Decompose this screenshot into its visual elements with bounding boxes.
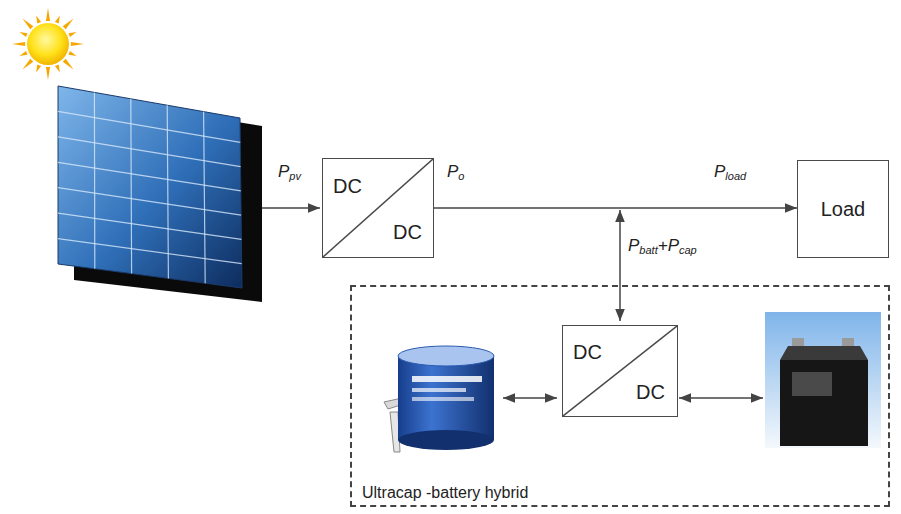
power-connector <box>434 207 797 209</box>
sun-ray <box>55 64 60 72</box>
load-box: Load <box>797 160 889 258</box>
sun-ray <box>23 19 34 30</box>
capacitor-bottom <box>398 430 494 450</box>
sun <box>27 23 69 65</box>
panel-grid-line <box>94 92 96 268</box>
capacitor-print <box>412 388 466 392</box>
battery-body <box>780 360 868 446</box>
sun-ray <box>68 32 76 37</box>
capacitor-print <box>412 397 474 401</box>
sun-ray <box>46 67 50 80</box>
sun-ray <box>46 8 50 21</box>
box-label: Load <box>821 198 866 221</box>
sun-ray <box>36 64 41 72</box>
battery-terminal <box>842 338 854 347</box>
solar-panel <box>58 86 242 288</box>
sun-rays <box>12 8 84 80</box>
converter-box: DC DC <box>562 325 678 417</box>
capacitor-body <box>398 356 494 440</box>
pv-wire <box>262 207 320 209</box>
battery-lid <box>780 346 868 360</box>
power-label: Po <box>447 162 464 186</box>
panel-grid-line <box>58 213 241 239</box>
panel-grid-line <box>58 239 242 264</box>
storage-wire <box>619 210 621 321</box>
diagonal-line <box>323 159 433 257</box>
sun-ray <box>19 32 27 37</box>
converter-box: DC DC <box>322 158 434 258</box>
battery-wire <box>679 397 763 399</box>
panel-grid-line <box>130 99 132 274</box>
capacitor-top <box>398 346 494 366</box>
sun-ray <box>68 51 76 56</box>
ultracap-wire <box>503 397 557 399</box>
power-label: Ppv <box>278 162 301 186</box>
sun-ray <box>19 51 27 56</box>
capacitor-print <box>412 376 482 382</box>
panel-grid-line <box>167 105 168 278</box>
box-label: DC <box>393 221 422 243</box>
sun-ray <box>36 15 41 23</box>
panel-grid-line <box>58 111 240 142</box>
sun-ray <box>12 42 25 46</box>
diagonal-line <box>563 326 677 416</box>
panel-grid-line <box>58 137 241 167</box>
battery-sticker <box>792 372 832 396</box>
box-label: DC <box>333 175 362 197</box>
battery-terminal <box>792 338 804 347</box>
sun-ray <box>55 15 60 23</box>
power-label: Pload <box>714 162 746 186</box>
sun-ray <box>63 19 74 30</box>
panel-grid <box>58 92 242 283</box>
panel-grid-line <box>58 188 241 215</box>
sun-ray <box>23 59 34 70</box>
power-label: Pbatt+Pcap <box>628 236 697 260</box>
battery <box>765 312 881 448</box>
box-label: DC <box>636 381 665 403</box>
ultracapacitor <box>384 346 494 452</box>
panel-grid-line <box>58 162 241 191</box>
battery-backdrop <box>765 312 881 448</box>
sun-ray <box>71 42 84 46</box>
hybrid-group: Ultracap -battery hybrid DC DC <box>350 285 890 507</box>
panel-grid-line <box>204 112 206 284</box>
box-label: DC <box>573 341 602 363</box>
sun-ray <box>63 59 74 70</box>
group-title: Ultracap -battery hybrid <box>362 484 528 502</box>
